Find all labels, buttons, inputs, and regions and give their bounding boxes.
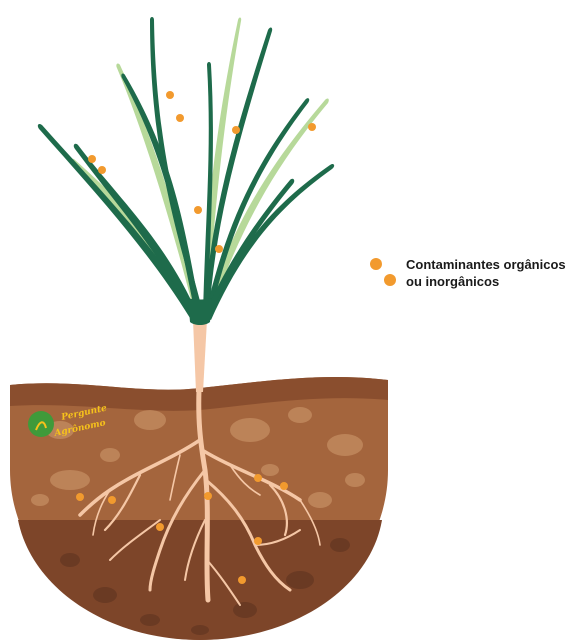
legend-label: Contaminantes orgânicos ou inorgânicos [406,256,566,290]
stem-base [188,298,212,325]
legend-line2: ou inorgânicos [406,273,566,290]
legend-line1: Contaminantes orgânicos [406,256,566,273]
legend-dot [384,274,396,286]
leaves [38,17,334,325]
legend-dots-icon [368,252,398,292]
plant-stem [193,320,207,392]
legend-dot [370,258,382,270]
soil-lower-layer [18,520,382,640]
logo-tree-icon [28,411,54,437]
